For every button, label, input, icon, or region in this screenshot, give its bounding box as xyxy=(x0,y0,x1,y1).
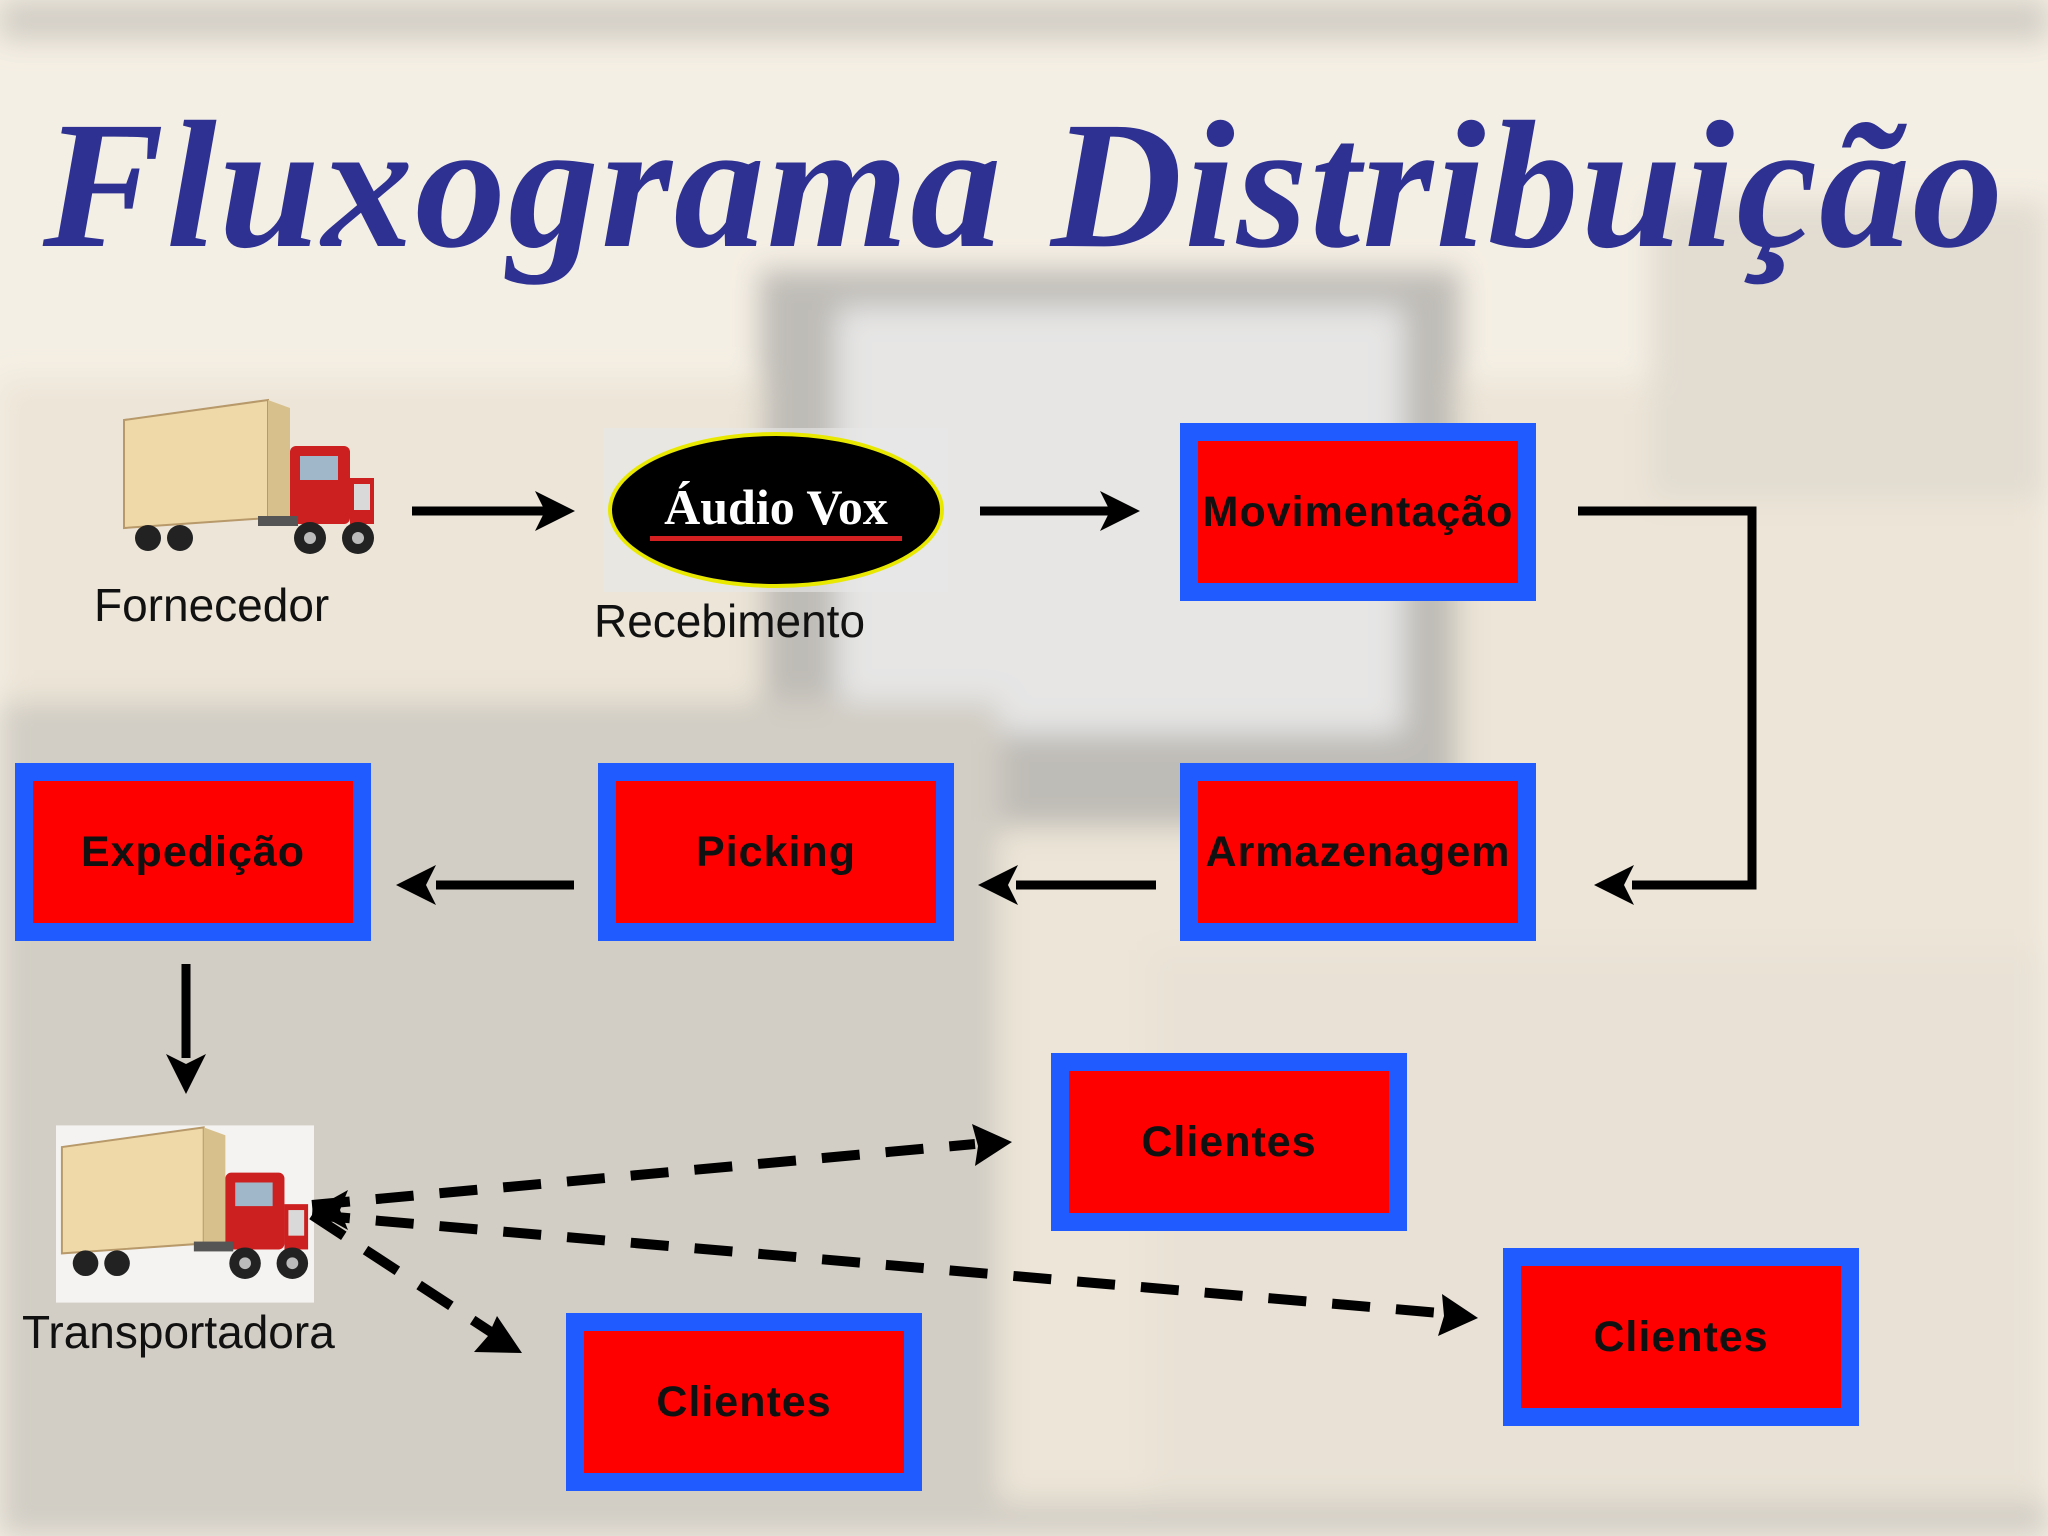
arrowhead xyxy=(1438,1294,1478,1336)
arrowhead xyxy=(166,1054,206,1094)
movement-box: Movimentação xyxy=(1180,423,1536,601)
client-label-3: Clientes xyxy=(1593,1312,1769,1361)
arrowhead xyxy=(396,865,436,905)
client-box-2: Clientes xyxy=(566,1313,922,1491)
arrowhead xyxy=(1594,865,1634,905)
supplier-truck-icon xyxy=(123,398,374,554)
client-box-3: Clientes xyxy=(1503,1248,1859,1426)
carrier-truck-icon xyxy=(56,1125,314,1303)
client-box-1: Clientes xyxy=(1051,1053,1407,1231)
storage-label: Armazenagem xyxy=(1205,827,1511,876)
arrowhead xyxy=(978,865,1018,905)
page-title: Fluxograma Distribuição xyxy=(42,85,2006,286)
arrowhead xyxy=(535,491,575,531)
arrowhead xyxy=(1100,491,1140,531)
arrowhead xyxy=(972,1124,1012,1166)
dashed-arrow-to-client-3 xyxy=(311,1210,1441,1318)
carrier-caption: Transportadora xyxy=(22,1306,335,1358)
logo-text: Áudio Vox xyxy=(664,479,888,535)
dashed-arrow-to-client-1 xyxy=(311,1139,976,1210)
receiving-caption: Recebimento xyxy=(594,595,866,647)
arrowhead xyxy=(474,1316,522,1353)
picking-box: Picking xyxy=(598,763,954,941)
shipping-label: Expedição xyxy=(80,827,306,876)
arrowhead xyxy=(312,1190,348,1230)
storage-box: Armazenagem xyxy=(1180,763,1536,941)
client-label-1: Clientes xyxy=(1141,1117,1317,1166)
arrow-movement-to-storage xyxy=(1578,506,1757,890)
client-label-2: Clientes xyxy=(656,1377,832,1426)
dashed-arrow-to-client-2 xyxy=(309,1210,500,1341)
shipping-box: Expedição xyxy=(15,763,371,941)
supplier-caption: Fornecedor xyxy=(94,579,330,631)
audio-vox-logo: Áudio Vox xyxy=(604,428,948,592)
movement-label: Movimentação xyxy=(1202,487,1514,536)
picking-label: Picking xyxy=(696,827,856,876)
